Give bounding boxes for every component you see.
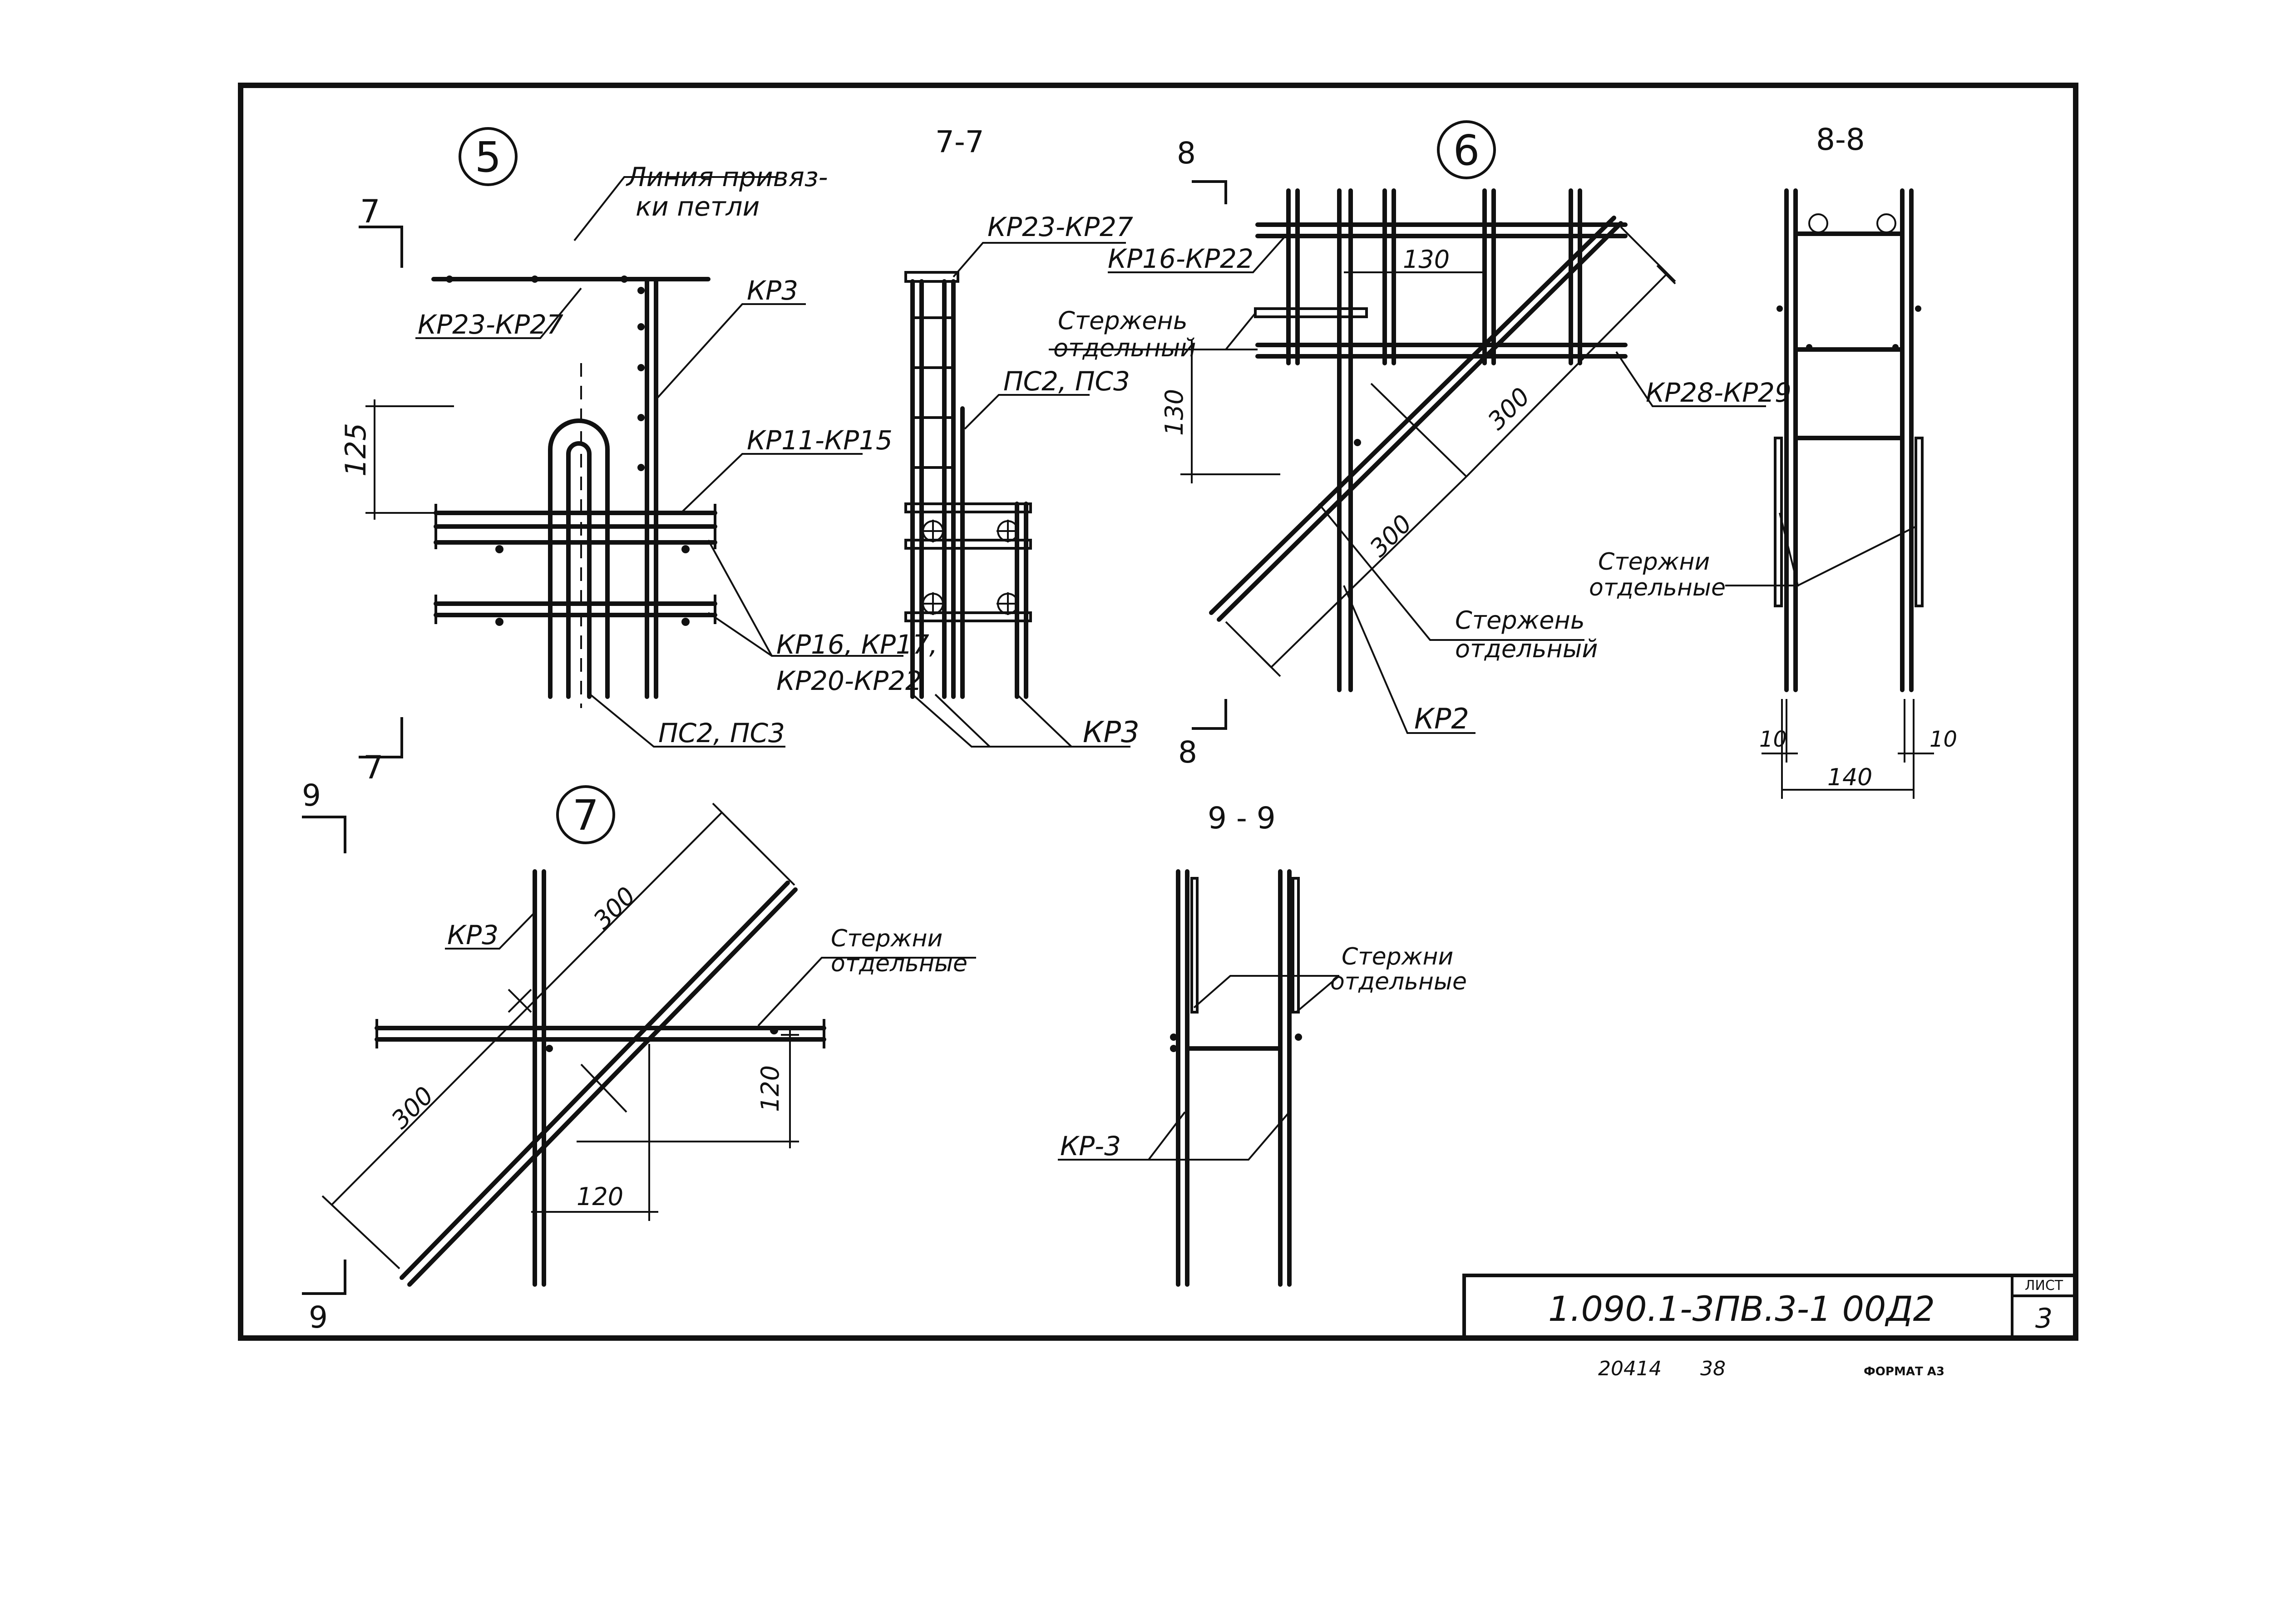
label-ps2-ps3-77: ПС2, ПС3 bbox=[1003, 366, 1130, 397]
dim-300-upper: 300 bbox=[1482, 382, 1535, 435]
node-7: 7 9 9 300 300 120 120 КР3 bbox=[302, 778, 976, 1335]
dim-10-left: 10 bbox=[1759, 727, 1787, 752]
footer-number-2: 38 bbox=[1700, 1357, 1726, 1380]
section-7-7: 7-7 КР23-КР27 ПС2, ПС3 КР3 bbox=[904, 124, 1140, 749]
label-kr3-node5: КР3 bbox=[747, 275, 798, 306]
node-5-number: 5 bbox=[475, 133, 502, 182]
section-8-top: 8 bbox=[1177, 136, 1196, 171]
label-kr23-kr27-77: КР23-КР27 bbox=[987, 212, 1133, 242]
label-ps2-ps3-node5: ПС2, ПС3 bbox=[658, 718, 785, 748]
section-7-bottom: 7 bbox=[363, 749, 384, 786]
node-5: 5 7 7 125 Линия bbox=[339, 127, 938, 786]
section-8-bottom: 8 bbox=[1178, 735, 1197, 770]
format-label: ФОРМАТ А3 bbox=[1864, 1365, 1944, 1378]
label-sterzhni-1-99: Стержни bbox=[1342, 943, 1453, 970]
section-9-bottom: 9 bbox=[309, 1300, 328, 1335]
label-kr28-kr29: КР28-КР29 bbox=[1646, 377, 1791, 408]
label-liniya-2: ки петли bbox=[636, 191, 760, 222]
dim-300-upper-7: 300 bbox=[588, 881, 641, 935]
label-sterzhen-2a: Стержень bbox=[1455, 606, 1585, 635]
dim-10-right: 10 bbox=[1930, 727, 1957, 752]
section-8-8: 8-8 Стержни отдельные 10 10 140 bbox=[1589, 122, 1957, 799]
label-kr3-77: КР3 bbox=[1083, 716, 1140, 749]
label-sterzhni-2-88: отдельные bbox=[1589, 574, 1726, 601]
footer-number: 20414 bbox=[1598, 1357, 1662, 1380]
node-6: 6 8 8 130 130 bbox=[1049, 120, 1791, 770]
dim-140: 140 bbox=[1827, 764, 1872, 791]
label-kr2: КР2 bbox=[1414, 702, 1469, 735]
label-sterzhen-1a: Стержень bbox=[1058, 306, 1188, 335]
label-liniya-1: Линия привяз- bbox=[626, 162, 828, 192]
node-6-number: 6 bbox=[1453, 126, 1480, 175]
dim-300-lower: 300 bbox=[1364, 509, 1417, 562]
document-code: 1.090.1-3ПВ.3-1 00Д2 bbox=[1548, 1289, 1935, 1329]
section-9-9-title: 9 - 9 bbox=[1208, 801, 1276, 836]
dim-120-vertical: 120 bbox=[756, 1065, 785, 1112]
label-kr20-kr22: КР20-КР22 bbox=[776, 665, 922, 696]
section-9-9: 9 - 9 Стержни отдельные КР-3 bbox=[1058, 801, 1467, 1287]
label-kr11-kr15: КР11-КР15 bbox=[747, 425, 893, 456]
label-sterzhni-1-88: Стержни bbox=[1598, 548, 1710, 576]
list-label: ЛИСТ bbox=[2025, 1278, 2063, 1294]
list-number: 3 bbox=[2035, 1303, 2053, 1334]
dim-125: 125 bbox=[339, 423, 372, 477]
section-8-8-title: 8-8 bbox=[1816, 122, 1865, 157]
node-7-circle bbox=[556, 785, 615, 844]
section-9-top: 9 bbox=[302, 778, 321, 813]
dim-300-lower-7: 300 bbox=[386, 1081, 439, 1134]
title-block: 1.090.1-3ПВ.3-1 00Д2 ЛИСТ 3 bbox=[1462, 1274, 2078, 1340]
label-kr16-kr22: КР16-КР22 bbox=[1108, 243, 1253, 274]
label-sterzhni-2-99: отдельные bbox=[1330, 968, 1467, 995]
dim-120-horizontal: 120 bbox=[577, 1182, 623, 1211]
label-sterzhen-1b: отдельный bbox=[1053, 334, 1196, 362]
sheet-frame bbox=[238, 83, 2078, 1341]
section-7-7-title: 7-7 bbox=[935, 124, 984, 159]
label-kr-3-99: КР-3 bbox=[1060, 1131, 1121, 1161]
dim-130-top: 130 bbox=[1403, 245, 1450, 274]
node-6-circle bbox=[1437, 120, 1496, 179]
label-sterzhen-2b: отдельный bbox=[1455, 635, 1598, 663]
dim-130-side: 130 bbox=[1160, 389, 1189, 436]
label-kr23-kr27: КР23-КР27 bbox=[418, 309, 563, 340]
section-7-top: 7 bbox=[360, 193, 380, 230]
node-5-circle bbox=[459, 127, 518, 186]
label-sterzhni-1-7: Стержни bbox=[831, 925, 943, 952]
node-7-number: 7 bbox=[572, 791, 599, 840]
label-sterzhni-2-7: отдельные bbox=[831, 950, 967, 977]
label-kr3-node7: КР3 bbox=[447, 920, 498, 950]
